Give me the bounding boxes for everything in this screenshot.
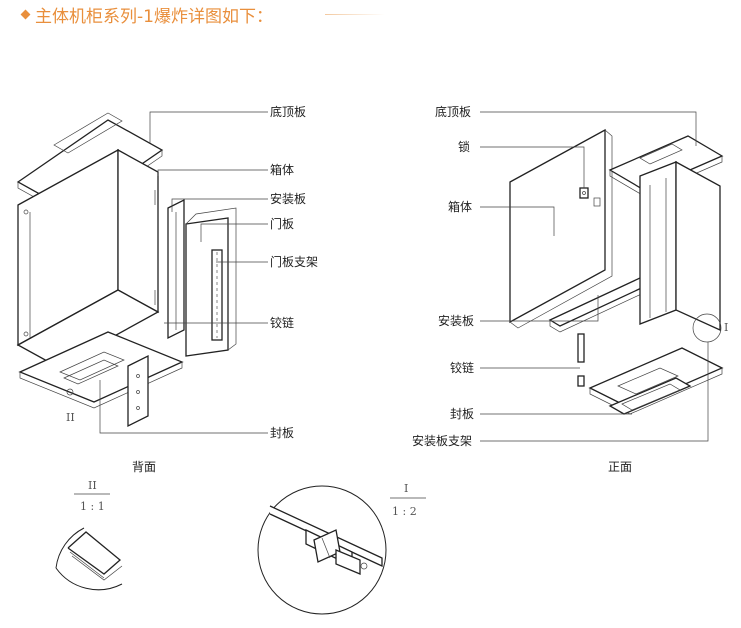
detail-i-hinge-closeup [269, 505, 383, 575]
back-seal-plate [18, 331, 184, 428]
front-label-bottom-top-panel: 底顶板 [435, 104, 471, 119]
detail-i: I 1 : 2 [257, 482, 426, 615]
back-view: 底顶板 箱体 安装板 门板 门板支架 铰链 封板 II 背面 [16, 104, 318, 474]
front-label-lock: 锁 [458, 139, 470, 154]
front-seal-plate [588, 347, 724, 415]
front-label-mounting-plate-bracket: 安装板支架 [412, 433, 472, 448]
back-label-door-panel: 门板 [270, 216, 294, 231]
back-label-door-bracket: 门板支架 [270, 254, 318, 269]
back-door-bracket [211, 249, 223, 341]
detail-i-numeral: I [404, 482, 408, 495]
back-label-mounting-plate: 安装板 [270, 191, 306, 206]
front-label-cabinet-body: 箱体 [448, 199, 472, 214]
back-view-caption: 背面 [132, 460, 156, 474]
front-leaders [480, 111, 709, 442]
front-label-seal-plate: 封板 [450, 407, 474, 421]
page-title: 主体机柜系列-1爆炸详图如下： [35, 6, 273, 27]
back-label-bottom-top-panel: 底顶板 [270, 104, 306, 119]
front-view-caption: 正面 [608, 460, 632, 474]
back-cabinet-body [16, 148, 160, 368]
back-label-seal-plate: 封板 [270, 426, 294, 440]
back-mounting-plate [167, 198, 185, 340]
detail-ii-edge-profile [55, 527, 123, 591]
header-underline [325, 14, 385, 15]
front-detail-circle [692, 313, 722, 343]
front-hinge [577, 333, 585, 387]
front-cabinet-body [639, 160, 721, 332]
detail-ii: II 1 : 1 [55, 479, 123, 591]
detail-i-circle [257, 485, 387, 615]
detail-ii-numeral: II [88, 479, 97, 492]
back-label-hinge: 铰链 [270, 315, 294, 330]
front-label-hinge: 铰链 [450, 360, 474, 375]
front-detail-marker: I [724, 321, 728, 334]
back-detail-marker: II [66, 411, 75, 424]
page-header: 主体机柜系列-1爆炸详图如下： [20, 4, 273, 27]
detail-i-scale: 1 : 2 [392, 505, 417, 518]
back-leaders [99, 111, 268, 434]
back-label-cabinet-body: 箱体 [270, 162, 294, 177]
back-door-panel [185, 207, 237, 357]
front-label-mounting-plate: 安装板 [438, 313, 474, 328]
front-view: 底顶板 锁 箱体 安装板 铰链 封板 安装板支架 I 正面 [412, 104, 728, 474]
detail-ii-scale: 1 : 1 [80, 500, 105, 513]
